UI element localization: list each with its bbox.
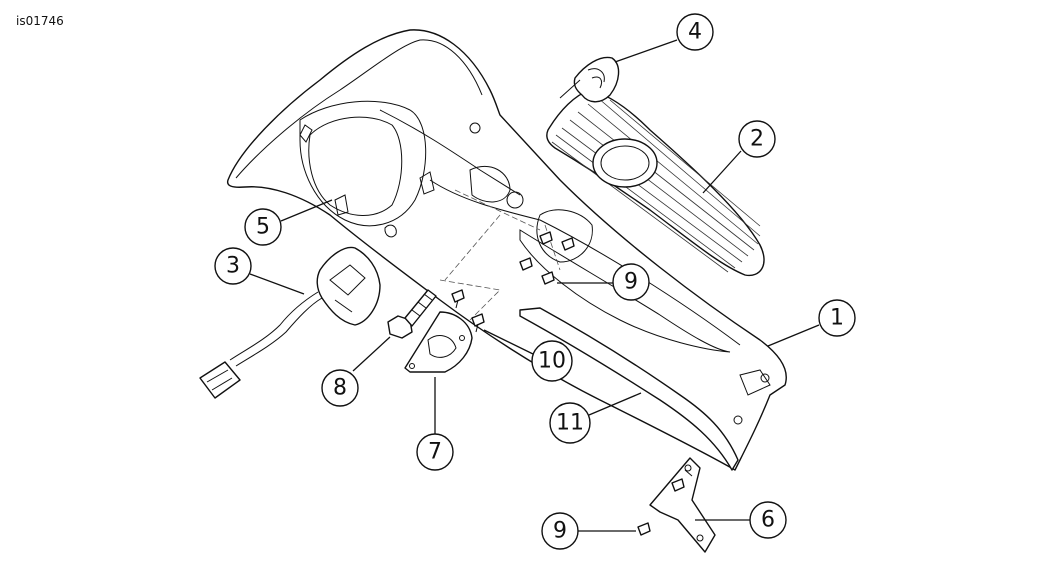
- screw-set: [451, 231, 575, 333]
- callout-2: 2: [738, 120, 776, 158]
- callout-label: 11: [556, 411, 584, 436]
- callout-label: 3: [226, 254, 240, 279]
- callout-3: 3: [214, 247, 252, 285]
- ribbed-trim-panel: [546, 89, 765, 277]
- callout-10: 10: [531, 340, 573, 382]
- callout-9-lower: 9: [541, 512, 579, 550]
- callout-1: 1: [818, 299, 856, 337]
- callout-label: 9: [553, 519, 567, 544]
- callout-label: 8: [333, 376, 347, 401]
- callout-label: 10: [538, 349, 566, 374]
- figure-id: is01746: [16, 14, 64, 28]
- callout-4: 4: [676, 13, 714, 51]
- support-bracket: [637, 457, 716, 553]
- callout-7: 7: [416, 433, 454, 471]
- callout-label: 9: [624, 270, 638, 295]
- callout-label: 4: [688, 20, 702, 45]
- callout-8: 8: [321, 369, 359, 407]
- mounting-plate: [404, 311, 473, 373]
- console-housing: [226, 29, 787, 471]
- callout-label: 2: [750, 127, 764, 152]
- leader-lines: [249, 39, 820, 532]
- callout-label: 5: [256, 215, 270, 240]
- callout-label: 6: [761, 508, 775, 533]
- wiring-harness-connector: [199, 246, 381, 399]
- callout-9-upper: 9: [612, 263, 650, 301]
- gasket-strip: [519, 307, 739, 471]
- hex-bolt: [387, 289, 437, 339]
- switch-knob: [559, 56, 620, 103]
- callout-5: 5: [244, 208, 282, 246]
- callout-11: 11: [549, 402, 591, 444]
- callout-label: 1: [830, 306, 844, 331]
- callout-label: 7: [428, 440, 442, 465]
- callout-6: 6: [749, 501, 787, 539]
- assembly-guide-lines: [439, 189, 561, 321]
